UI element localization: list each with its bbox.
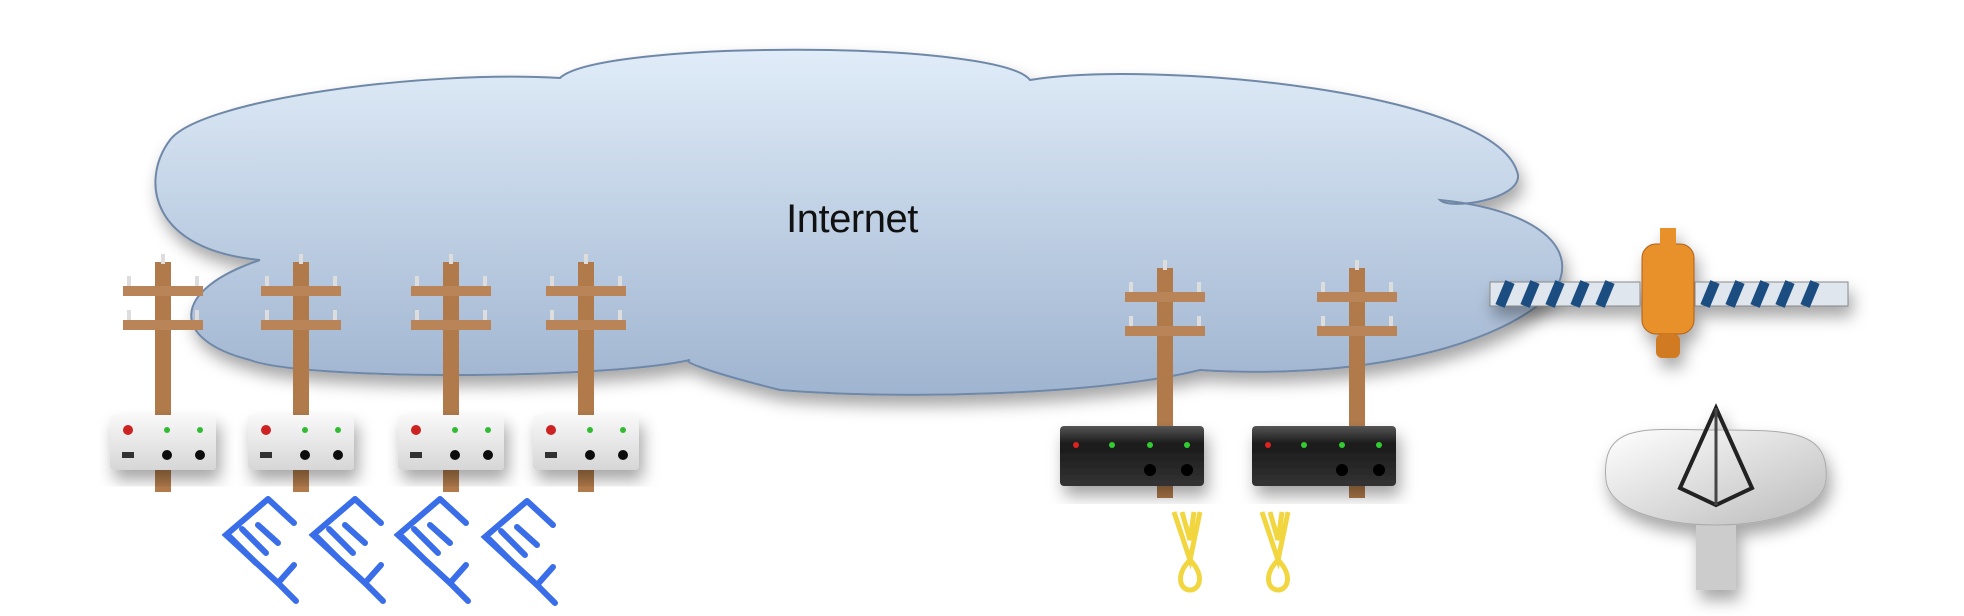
cable-modem-icon xyxy=(1252,426,1396,486)
satellite-icon xyxy=(1489,228,1849,358)
coax-cable-icon xyxy=(1259,511,1291,593)
cable-modem-icon xyxy=(1060,426,1204,486)
internet-cloud xyxy=(154,48,1564,396)
dsl-modem-icon xyxy=(533,415,639,470)
dsl-modem-icon xyxy=(398,415,504,470)
phone-line-icon xyxy=(313,499,383,601)
internet-label: Internet xyxy=(786,197,918,241)
phone-line-icon xyxy=(485,501,555,603)
dsl-modem-icon xyxy=(248,415,354,470)
phone-line-icon xyxy=(398,499,468,601)
dsl-modem-icon xyxy=(110,415,216,470)
coax-cable-icon xyxy=(1171,511,1203,593)
phone-line-icon xyxy=(226,499,296,601)
satellite-dish-icon xyxy=(1605,403,1827,590)
